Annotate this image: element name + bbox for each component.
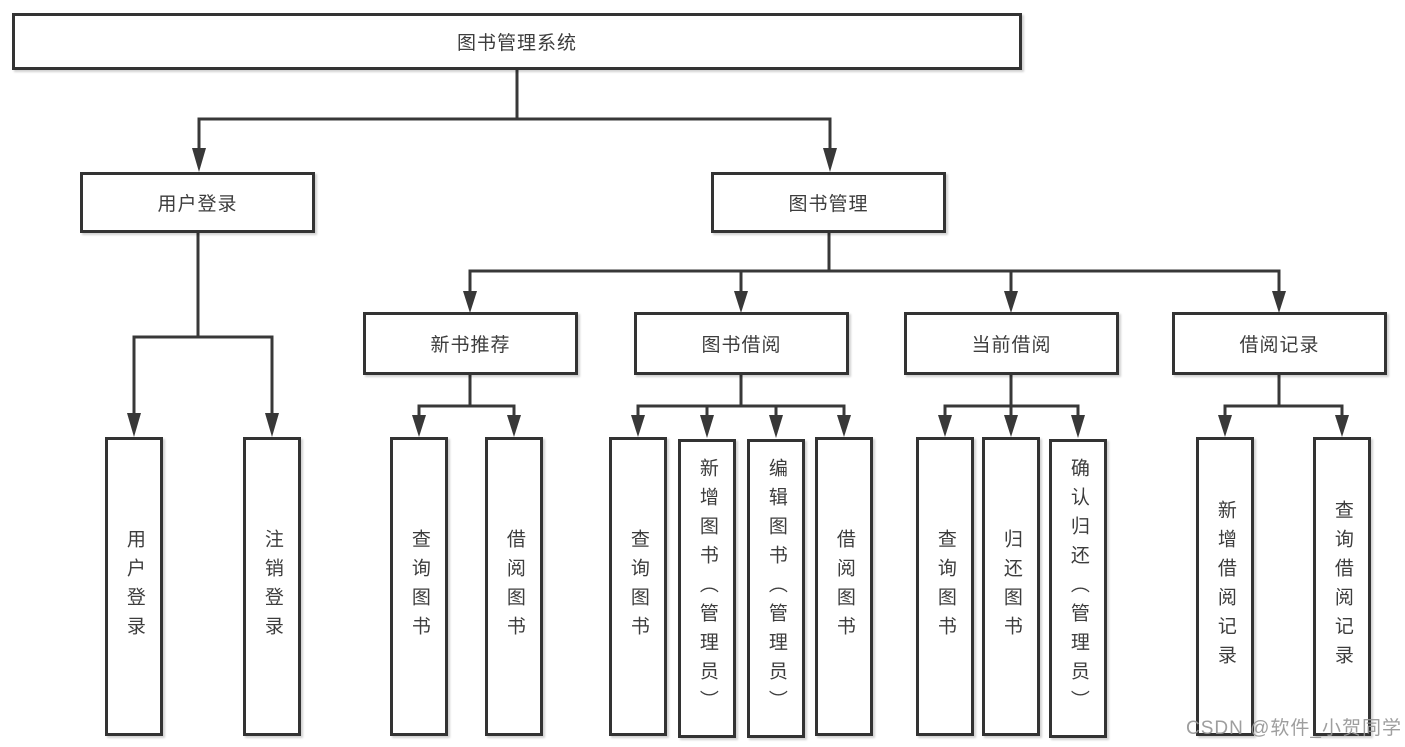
node-book-borrow: 图书借阅 [634, 312, 849, 375]
leaf-query-borrow-record-label: 查询借阅记录 [1331, 499, 1353, 674]
leaf-borrow-book-label: 借阅图书 [833, 528, 855, 645]
node-root-label: 图书管理系统 [456, 33, 577, 54]
leaf-borrow-book: 借阅图书 [815, 437, 873, 736]
node-current-borrow-label: 当前借阅 [971, 335, 1052, 356]
branch-book-management [468, 233, 1281, 293]
leaf-query-book-borrow-label: 查询图书 [627, 528, 649, 645]
node-root: 图书管理系统 [12, 13, 1022, 70]
leaf-query-book-current: 查询图书 [916, 437, 974, 736]
node-borrow-record: 借阅记录 [1172, 312, 1387, 375]
leaf-logout-label: 注销登录 [261, 528, 283, 645]
leaf-user-login-label: 用户登录 [123, 528, 145, 645]
branch-book-borrow [636, 375, 846, 417]
leaf-return-book-label: 归还图书 [1000, 528, 1022, 645]
leaf-add-borrow-record-label: 新增借阅记录 [1214, 499, 1236, 674]
node-borrow-record-label: 借阅记录 [1239, 335, 1320, 356]
branch-borrow-record [1223, 375, 1344, 417]
leaf-borrow-book-recommend: 借阅图书 [485, 437, 543, 736]
leaf-query-book-recommend: 查询图书 [390, 437, 448, 736]
leaf-query-book-current-label: 查询图书 [934, 528, 956, 645]
leaf-return-book: 归还图书 [982, 437, 1040, 736]
branch-user-login [132, 233, 274, 415]
leaf-borrow-book-recommend-label: 借阅图书 [503, 528, 525, 645]
leaf-user-login: 用户登录 [105, 437, 163, 736]
watermark: CSDN @软件_小贺同学 [1186, 718, 1402, 739]
branch-current-borrow [943, 375, 1080, 417]
node-new-book-recommend: 新书推荐 [363, 312, 578, 375]
leaf-add-borrow-record: 新增借阅记录 [1196, 437, 1254, 736]
node-book-management: 图书管理 [711, 172, 946, 233]
node-user-login: 用户登录 [80, 172, 315, 233]
node-new-book-recommend-label: 新书推荐 [430, 335, 511, 356]
leaf-add-book-admin: 新增图书（管理员） [678, 439, 736, 738]
leaf-query-book-borrow: 查询图书 [609, 437, 667, 736]
leaf-edit-book-admin: 编辑图书（管理员） [747, 439, 805, 738]
leaf-confirm-return-admin: 确认归还（管理员） [1049, 439, 1107, 738]
node-book-management-label: 图书管理 [788, 194, 869, 215]
leaf-query-book-recommend-label: 查询图书 [408, 528, 430, 645]
leaf-edit-book-admin-label: 编辑图书（管理员） [765, 458, 787, 719]
branch-new-book [417, 375, 516, 417]
node-current-borrow: 当前借阅 [904, 312, 1119, 375]
leaf-confirm-return-admin-label: 确认归还（管理员） [1067, 458, 1089, 719]
node-user-login-label: 用户登录 [157, 194, 238, 215]
leaf-add-book-admin-label: 新增图书（管理员） [696, 458, 718, 719]
leaf-logout: 注销登录 [243, 437, 301, 736]
leaf-query-borrow-record: 查询借阅记录 [1313, 437, 1371, 736]
node-book-borrow-label: 图书借阅 [701, 335, 782, 356]
branch-root [197, 70, 832, 150]
